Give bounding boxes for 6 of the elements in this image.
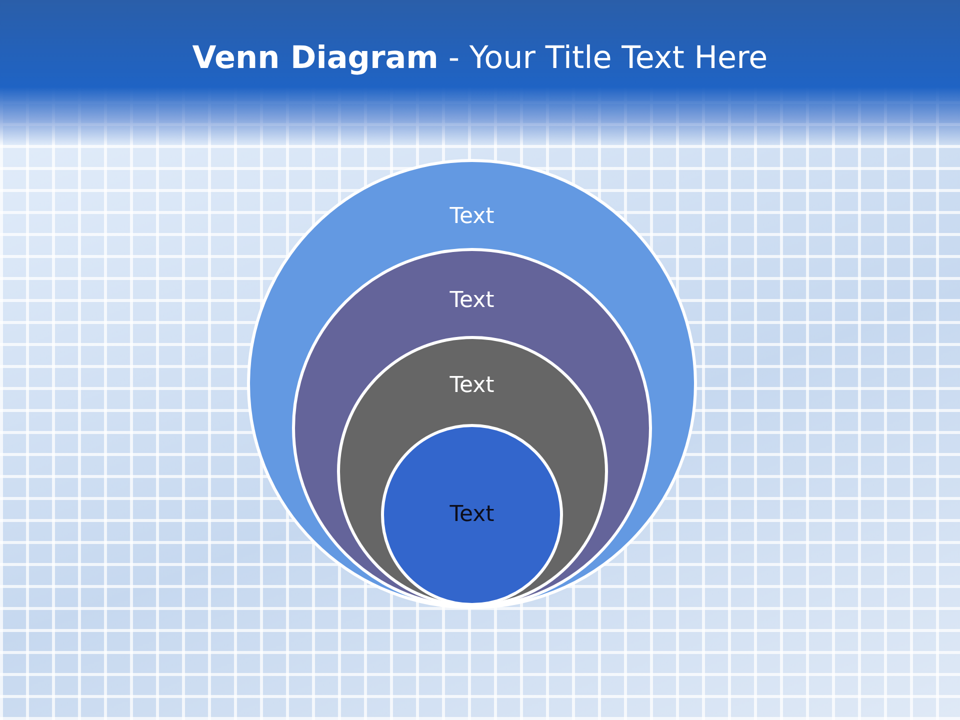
circle-label: Text bbox=[448, 204, 496, 230]
circle-label: Text bbox=[448, 288, 496, 314]
slide-title: Venn Diagram - Your Title Text Here bbox=[192, 40, 768, 76]
middle-circle bbox=[292, 248, 652, 608]
circle-label: Text bbox=[448, 502, 496, 528]
circle-label: Text bbox=[448, 373, 496, 399]
